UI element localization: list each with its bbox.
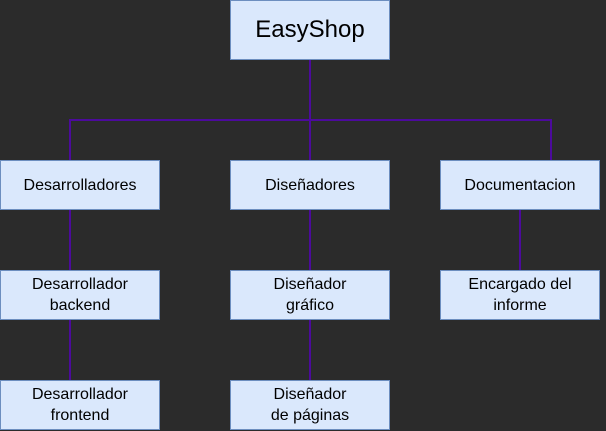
member-node-desarrollador-frontend: Desarrollador frontend	[0, 380, 160, 430]
connector-documentacion-to-informe	[519, 210, 521, 270]
connector-backend-to-frontend	[69, 320, 71, 380]
root-node-easyshop: EasyShop	[230, 0, 390, 60]
member-node-desarrollador-backend: Desarrollador backend	[0, 270, 160, 320]
connector-grafico-to-paginas	[309, 320, 311, 380]
team-node-disenadores: Diseñadores	[230, 160, 390, 210]
member-node-disenador-paginas: Diseñador de páginas	[230, 380, 390, 430]
team-node-desarrolladores: Desarrolladores	[0, 160, 160, 210]
connector-disenadores-to-grafico	[309, 210, 311, 270]
member-node-encargado-informe: Encargado del informe	[440, 270, 600, 320]
member-node-disenador-grafico: Diseñador gráfico	[230, 270, 390, 320]
connector-to-team-disenadores	[309, 119, 311, 160]
connector-to-team-desarrolladores	[69, 119, 71, 160]
connector-root-trunk	[309, 60, 311, 121]
team-node-documentacion: Documentacion	[440, 160, 600, 210]
connector-to-team-documentacion	[550, 119, 552, 160]
connector-desarrolladores-to-backend	[69, 210, 71, 270]
